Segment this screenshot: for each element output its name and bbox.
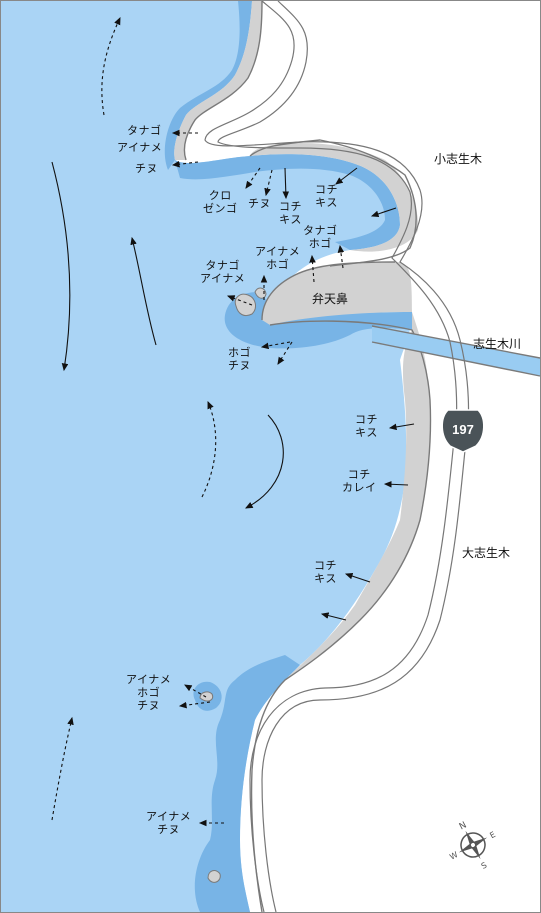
- compass-rose: N E S W: [448, 820, 497, 871]
- fish-label: タナゴ ホゴ: [303, 224, 338, 250]
- compass-e-label: E: [488, 830, 497, 840]
- current-arrow-north: [130, 236, 157, 346]
- route-197-shield: 197: [441, 409, 485, 453]
- fish-label: チヌ: [248, 197, 271, 210]
- place-river: 志生木川: [473, 337, 522, 351]
- shallows-bay: [175, 154, 400, 250]
- fish-label: アイナメ ホゴ: [255, 245, 301, 271]
- fish-label: コチ キス: [315, 183, 338, 209]
- shore-bay: [250, 142, 419, 252]
- road-inner: [217, 0, 458, 913]
- fish-label: アイナメ ホゴ チヌ: [126, 673, 172, 712]
- spot-arrows: [171, 129, 415, 827]
- fish-label: タナゴ アイナメ: [200, 259, 246, 285]
- current-arrow-loop: [245, 414, 284, 509]
- rock-islet: [234, 293, 256, 317]
- fish-label: コチ カレイ: [342, 468, 377, 494]
- place-cape: 弁天鼻: [312, 292, 349, 306]
- fish-label: アイナメ チヌ: [146, 810, 192, 836]
- river-shiyuki: [372, 326, 540, 376]
- place-oshiki: 大志生木: [462, 546, 511, 560]
- coastline-main: [250, 320, 432, 913]
- fish-label: コチ キス: [314, 559, 337, 585]
- sea: [1, 1, 412, 912]
- rock-reef-s: [199, 691, 214, 702]
- fish-label: コチ キス: [355, 413, 378, 439]
- compass-w-label: W: [448, 850, 459, 862]
- rock-reef-s2: [207, 870, 221, 883]
- river-bank: [371, 325, 541, 377]
- shallows-north: [164, 1, 252, 170]
- shore-north: [174, 1, 262, 160]
- rock-islet-2: [254, 287, 267, 299]
- current-arrow-south: [51, 161, 71, 372]
- route-number: 197: [452, 422, 474, 437]
- fish-label: タナゴ: [127, 124, 162, 137]
- shallows-south: [194, 655, 300, 912]
- current-arrow-dashed-s: [51, 716, 74, 821]
- fish-label: コチ キス: [279, 200, 302, 226]
- fish-label: ホゴ チヌ: [228, 346, 251, 372]
- place-koshiki: 小志生木: [434, 152, 483, 166]
- compass-n-label: N: [458, 820, 469, 832]
- current-arrow-dashed-n: [101, 17, 121, 116]
- coastline-north: [183, 0, 263, 161]
- fish-label: チヌ: [135, 162, 158, 175]
- fish-label: アイナメ: [117, 141, 163, 154]
- fish-label: クロ ゼンゴ: [203, 189, 238, 215]
- compass-s-label: S: [480, 861, 489, 871]
- road-outer: [204, 0, 470, 913]
- coastline-cape: [261, 261, 396, 321]
- shore-cape: [262, 262, 412, 325]
